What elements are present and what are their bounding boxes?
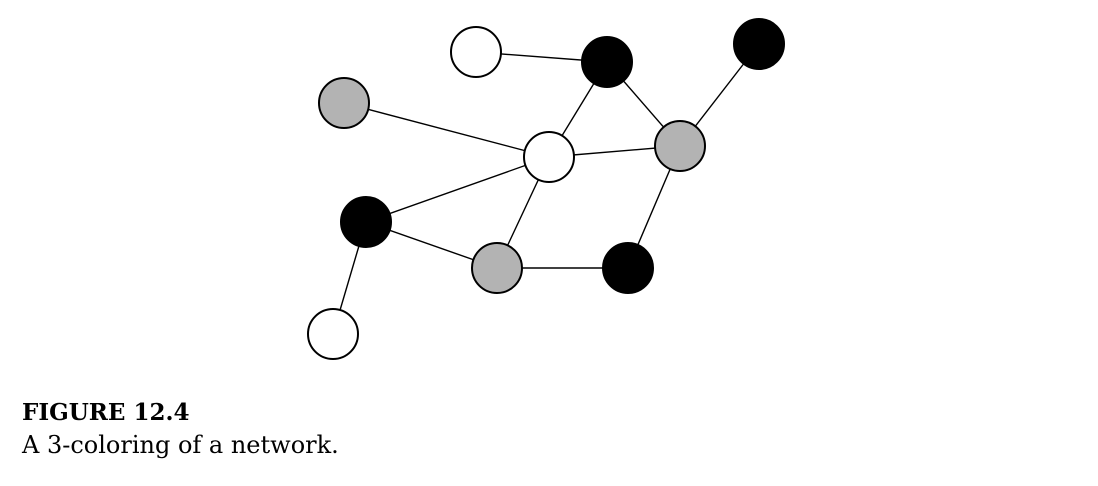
node-n3-black (733, 18, 785, 70)
figure-title: FIGURE 12.4 (22, 399, 190, 426)
edge-n4-n5 (343, 102, 550, 158)
figure-caption: FIGURE 12.4 A 3-coloring of a network. (22, 397, 339, 461)
network-diagram (307, 18, 785, 360)
node-n8-gray (471, 242, 523, 294)
network-nodes (307, 18, 785, 360)
node-n2-black (581, 36, 633, 88)
node-n5-white (523, 131, 575, 183)
figure-caption-text: A 3-coloring of a network. (22, 431, 339, 459)
node-n9-black (602, 242, 654, 294)
node-n10-white (307, 308, 359, 360)
edge-n5-n7 (365, 156, 550, 223)
network-edges (332, 43, 760, 335)
node-n7-black (340, 196, 392, 248)
node-n1-white (450, 26, 502, 78)
node-n6-gray (654, 120, 706, 172)
node-n4-gray (318, 77, 370, 129)
